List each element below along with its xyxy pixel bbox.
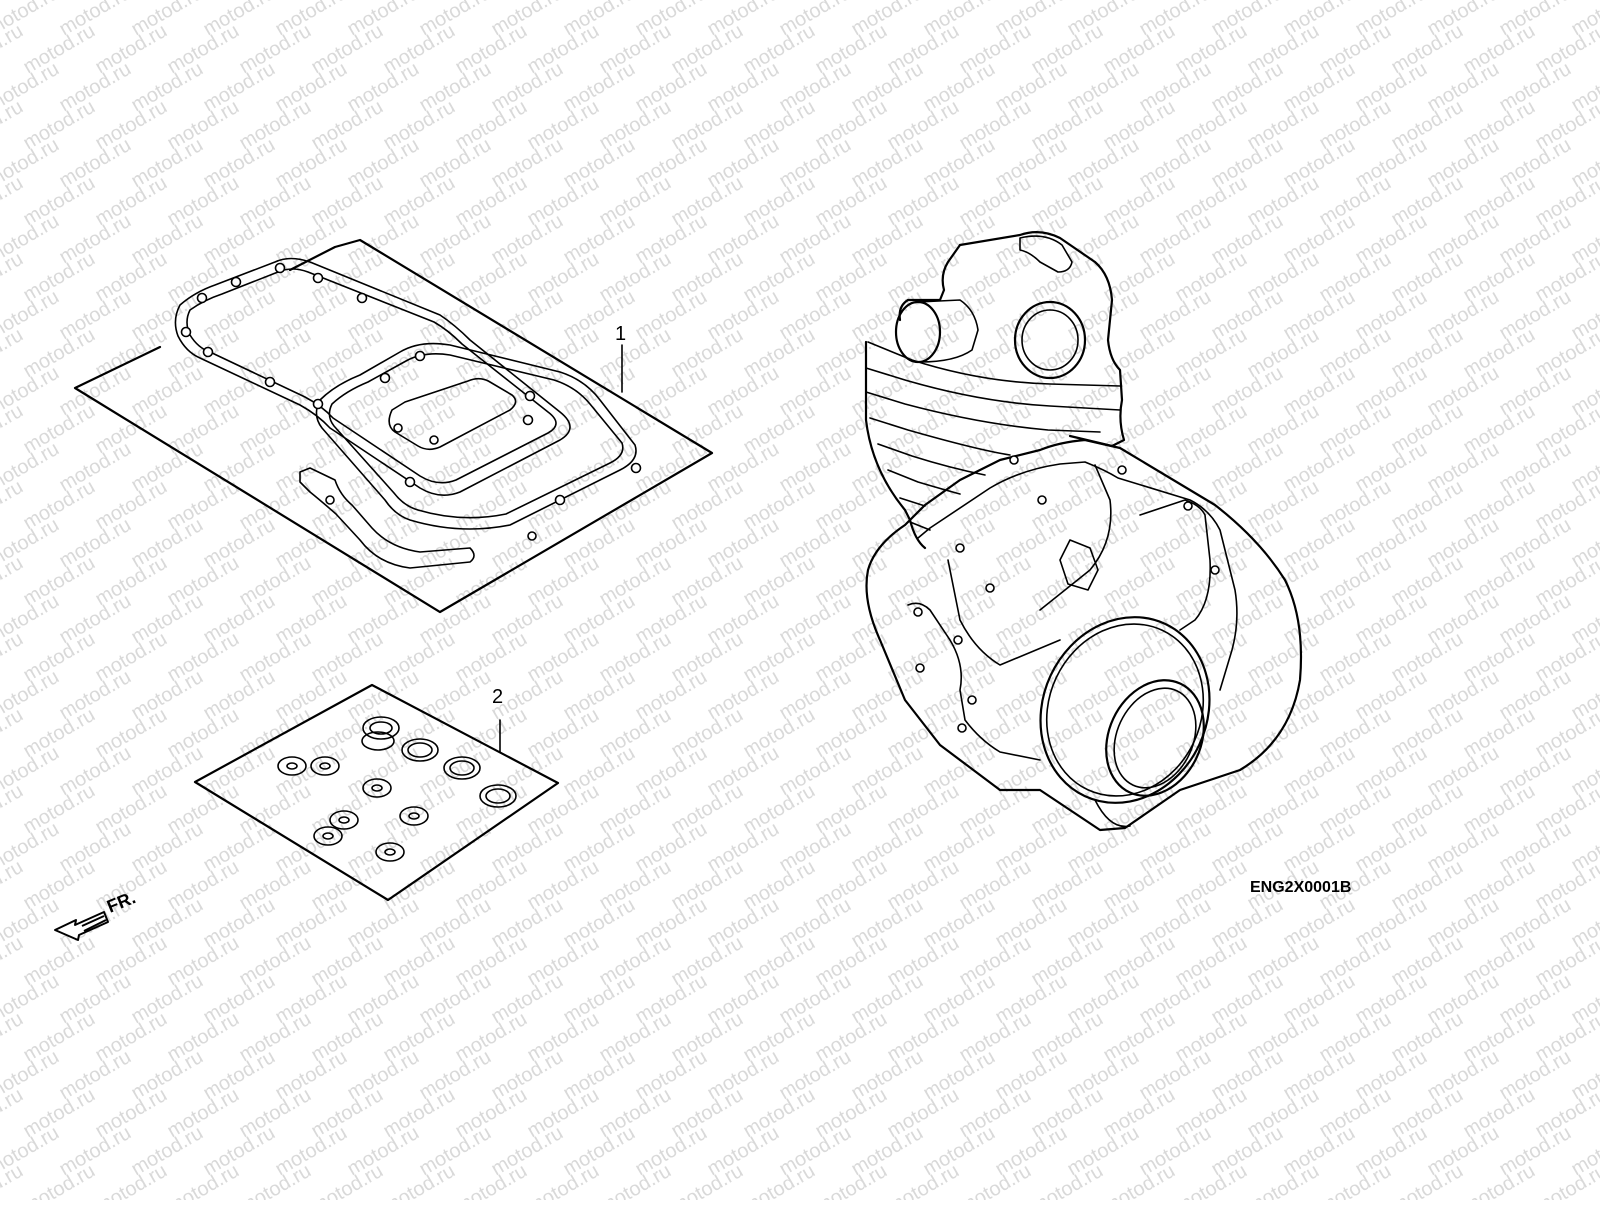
bolt-hole bbox=[358, 294, 367, 303]
bolt-hole bbox=[1118, 466, 1126, 474]
bolt-hole bbox=[430, 436, 438, 444]
bolt-hole bbox=[406, 478, 415, 487]
bolt-hole bbox=[956, 544, 964, 552]
bolt-hole bbox=[1184, 502, 1192, 510]
bolt-hole bbox=[266, 378, 275, 387]
bolt-hole bbox=[182, 328, 191, 337]
bolt-hole bbox=[204, 348, 213, 357]
bolt-hole bbox=[381, 374, 390, 383]
bolt-hole bbox=[232, 278, 241, 287]
bolt-hole bbox=[958, 724, 966, 732]
bolt-hole bbox=[1038, 496, 1046, 504]
bolt-hole bbox=[916, 664, 924, 672]
bolt-hole bbox=[528, 532, 536, 540]
bolt-hole bbox=[1010, 456, 1018, 464]
callout-1: 1 bbox=[615, 323, 626, 345]
bolt-hole bbox=[394, 424, 402, 432]
bolt-hole bbox=[914, 608, 922, 616]
diagram-code: ENG2X0001B bbox=[1250, 879, 1351, 896]
bolt-hole bbox=[416, 352, 425, 361]
bolt-hole bbox=[1211, 566, 1219, 574]
bolt-hole bbox=[954, 636, 962, 644]
callout-2: 2 bbox=[492, 686, 503, 708]
bolt-hole bbox=[986, 584, 994, 592]
bolt-hole bbox=[526, 392, 535, 401]
bolt-hole bbox=[524, 416, 533, 425]
bolt-hole bbox=[314, 400, 323, 409]
bolt-hole bbox=[556, 496, 565, 505]
bolt-hole bbox=[198, 294, 207, 303]
bolt-hole bbox=[276, 264, 285, 273]
bolt-hole bbox=[632, 464, 641, 473]
bolt-hole bbox=[314, 274, 323, 283]
bolt-hole bbox=[968, 696, 976, 704]
bolt-hole bbox=[326, 496, 334, 504]
